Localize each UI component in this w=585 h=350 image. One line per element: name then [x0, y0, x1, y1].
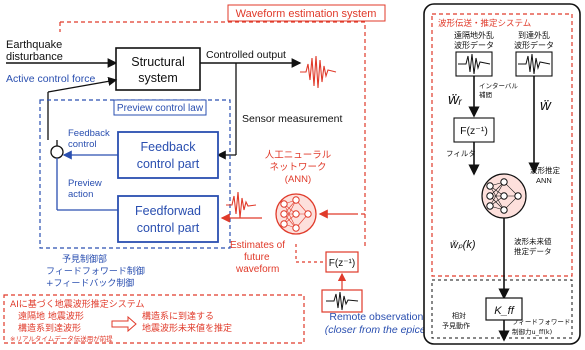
kff-label: K_ff: [494, 305, 515, 317]
right-title: 波形伝送・推定システム: [438, 18, 531, 29]
preview-action-label-2: action: [68, 189, 93, 200]
jp-system-right-2: 地震波形未来値を推定: [142, 322, 232, 334]
filter-label: F(z⁻¹): [329, 258, 355, 269]
structural-system-label-2: system: [138, 71, 178, 85]
preview-action-jp-1: 相対: [452, 311, 466, 320]
preview-control-law-label: Preview control law: [117, 103, 204, 114]
earthquake-label-2: disturbance: [6, 51, 63, 63]
estimates-label-1: Estimates of: [230, 240, 285, 251]
ann-network-icon: [275, 193, 317, 235]
structural-system-box: [115, 47, 201, 91]
structural-system-label-1: Structural: [131, 55, 185, 69]
interval-label-1: インターバル: [479, 81, 518, 90]
remote-wave-label-2: 波形データ: [454, 40, 494, 50]
ann-jp-label-2: ANN: [536, 176, 552, 185]
feedback-control-label-1: Feedback: [68, 128, 110, 139]
ann-label-3: (ANN): [285, 174, 311, 185]
feedforward-control-part-box: [117, 195, 219, 243]
waveform-system-title: Waveform estimation system: [236, 8, 377, 20]
kff-frame: [431, 279, 573, 339]
right-transmission-frame: [431, 13, 573, 277]
w-symbol: ẅ: [540, 97, 552, 114]
output-waveform-icon: [300, 55, 337, 89]
controlled-output-label: Controlled output: [206, 49, 286, 61]
local-wave-icon: [518, 53, 551, 75]
control-force-arrow: [47, 76, 118, 93]
remote-waveform-box: [321, 289, 363, 313]
feedback-part-label-2: control part: [137, 157, 200, 171]
waveform-system-frame: [60, 21, 366, 246]
est-label-2: 推定データ: [514, 246, 552, 256]
jp-system-right-1: 構造系に到達する: [142, 310, 214, 322]
ann-label-2: ネットワーク: [269, 162, 326, 173]
sensor-measurement-label: Sensor measurement: [242, 113, 342, 125]
waveform-system-title-box: [227, 4, 386, 22]
right-filter-box: [453, 117, 495, 143]
jp-system-title: AIに基づく地震波形推定システム: [10, 298, 145, 310]
preview-jp-1: 予見制御部: [62, 253, 107, 265]
feedback-control-label-2: control: [68, 139, 97, 150]
filter-box: [325, 251, 359, 273]
right-ann-icon: [481, 173, 527, 219]
jp-system-arrow-icon: [111, 315, 137, 333]
jp-system-footer: ※リアルタイムデータ伝送用が前提: [10, 334, 113, 343]
jp-system-box: [3, 294, 305, 344]
remote-wave-label-1: 遠隔地外乱: [454, 30, 494, 40]
right-filter-label: F(z⁻¹): [460, 125, 488, 137]
estimates-label-2: future: [244, 252, 270, 263]
filter-jp-label: フィルタ: [446, 149, 476, 158]
remote-site-label-1: Remote observation site: [329, 311, 442, 323]
remote-waveform-icon: [326, 291, 359, 311]
preview-jp-2: フィードフォワード制御: [46, 265, 145, 277]
ff-control-label-1: フィードフォワード: [512, 318, 570, 326]
summing-junction: [50, 145, 64, 159]
feedback-control-part-box: [117, 131, 219, 179]
wp-symbol: ẅₚ(k): [450, 239, 476, 251]
preview-action-label-1: Preview: [68, 178, 102, 189]
ann-jp-label-1: 波形推定: [530, 165, 560, 175]
preview-action-jp-2: 予見動作: [442, 321, 470, 330]
earthquake-label-1: Earthquake: [6, 39, 62, 51]
jp-system-left-2: 構造系到達波形: [18, 322, 81, 334]
remote-site-label-2: (closer from the epicenter): [325, 324, 448, 336]
feedforward-part-label-2: control part: [137, 221, 200, 235]
preview-jp-3: +フィードバック制御: [46, 277, 134, 289]
estimates-label-3: waveform: [235, 264, 279, 275]
wr-symbol: ẅᵣ: [448, 91, 463, 108]
est-label-1: 波形未来値: [514, 236, 552, 246]
ann-label-1: 人工ニューラル: [265, 150, 332, 161]
feedforward-part-label-1: Feedforwad: [135, 204, 201, 218]
local-wave-label-2: 波形データ: [514, 40, 554, 50]
feedback-part-label-1: Feedback: [141, 140, 197, 154]
interval-label-2: 補間: [479, 90, 492, 99]
active-control-force-label: Active control force: [6, 73, 95, 85]
remote-wave-icon: [458, 53, 491, 75]
ff-control-label-2: 制御力u_ff(k): [512, 327, 552, 336]
local-wave-label-1: 到達外乱: [518, 30, 550, 40]
jp-system-left-1: 遠隔地 地震波形: [18, 310, 84, 322]
